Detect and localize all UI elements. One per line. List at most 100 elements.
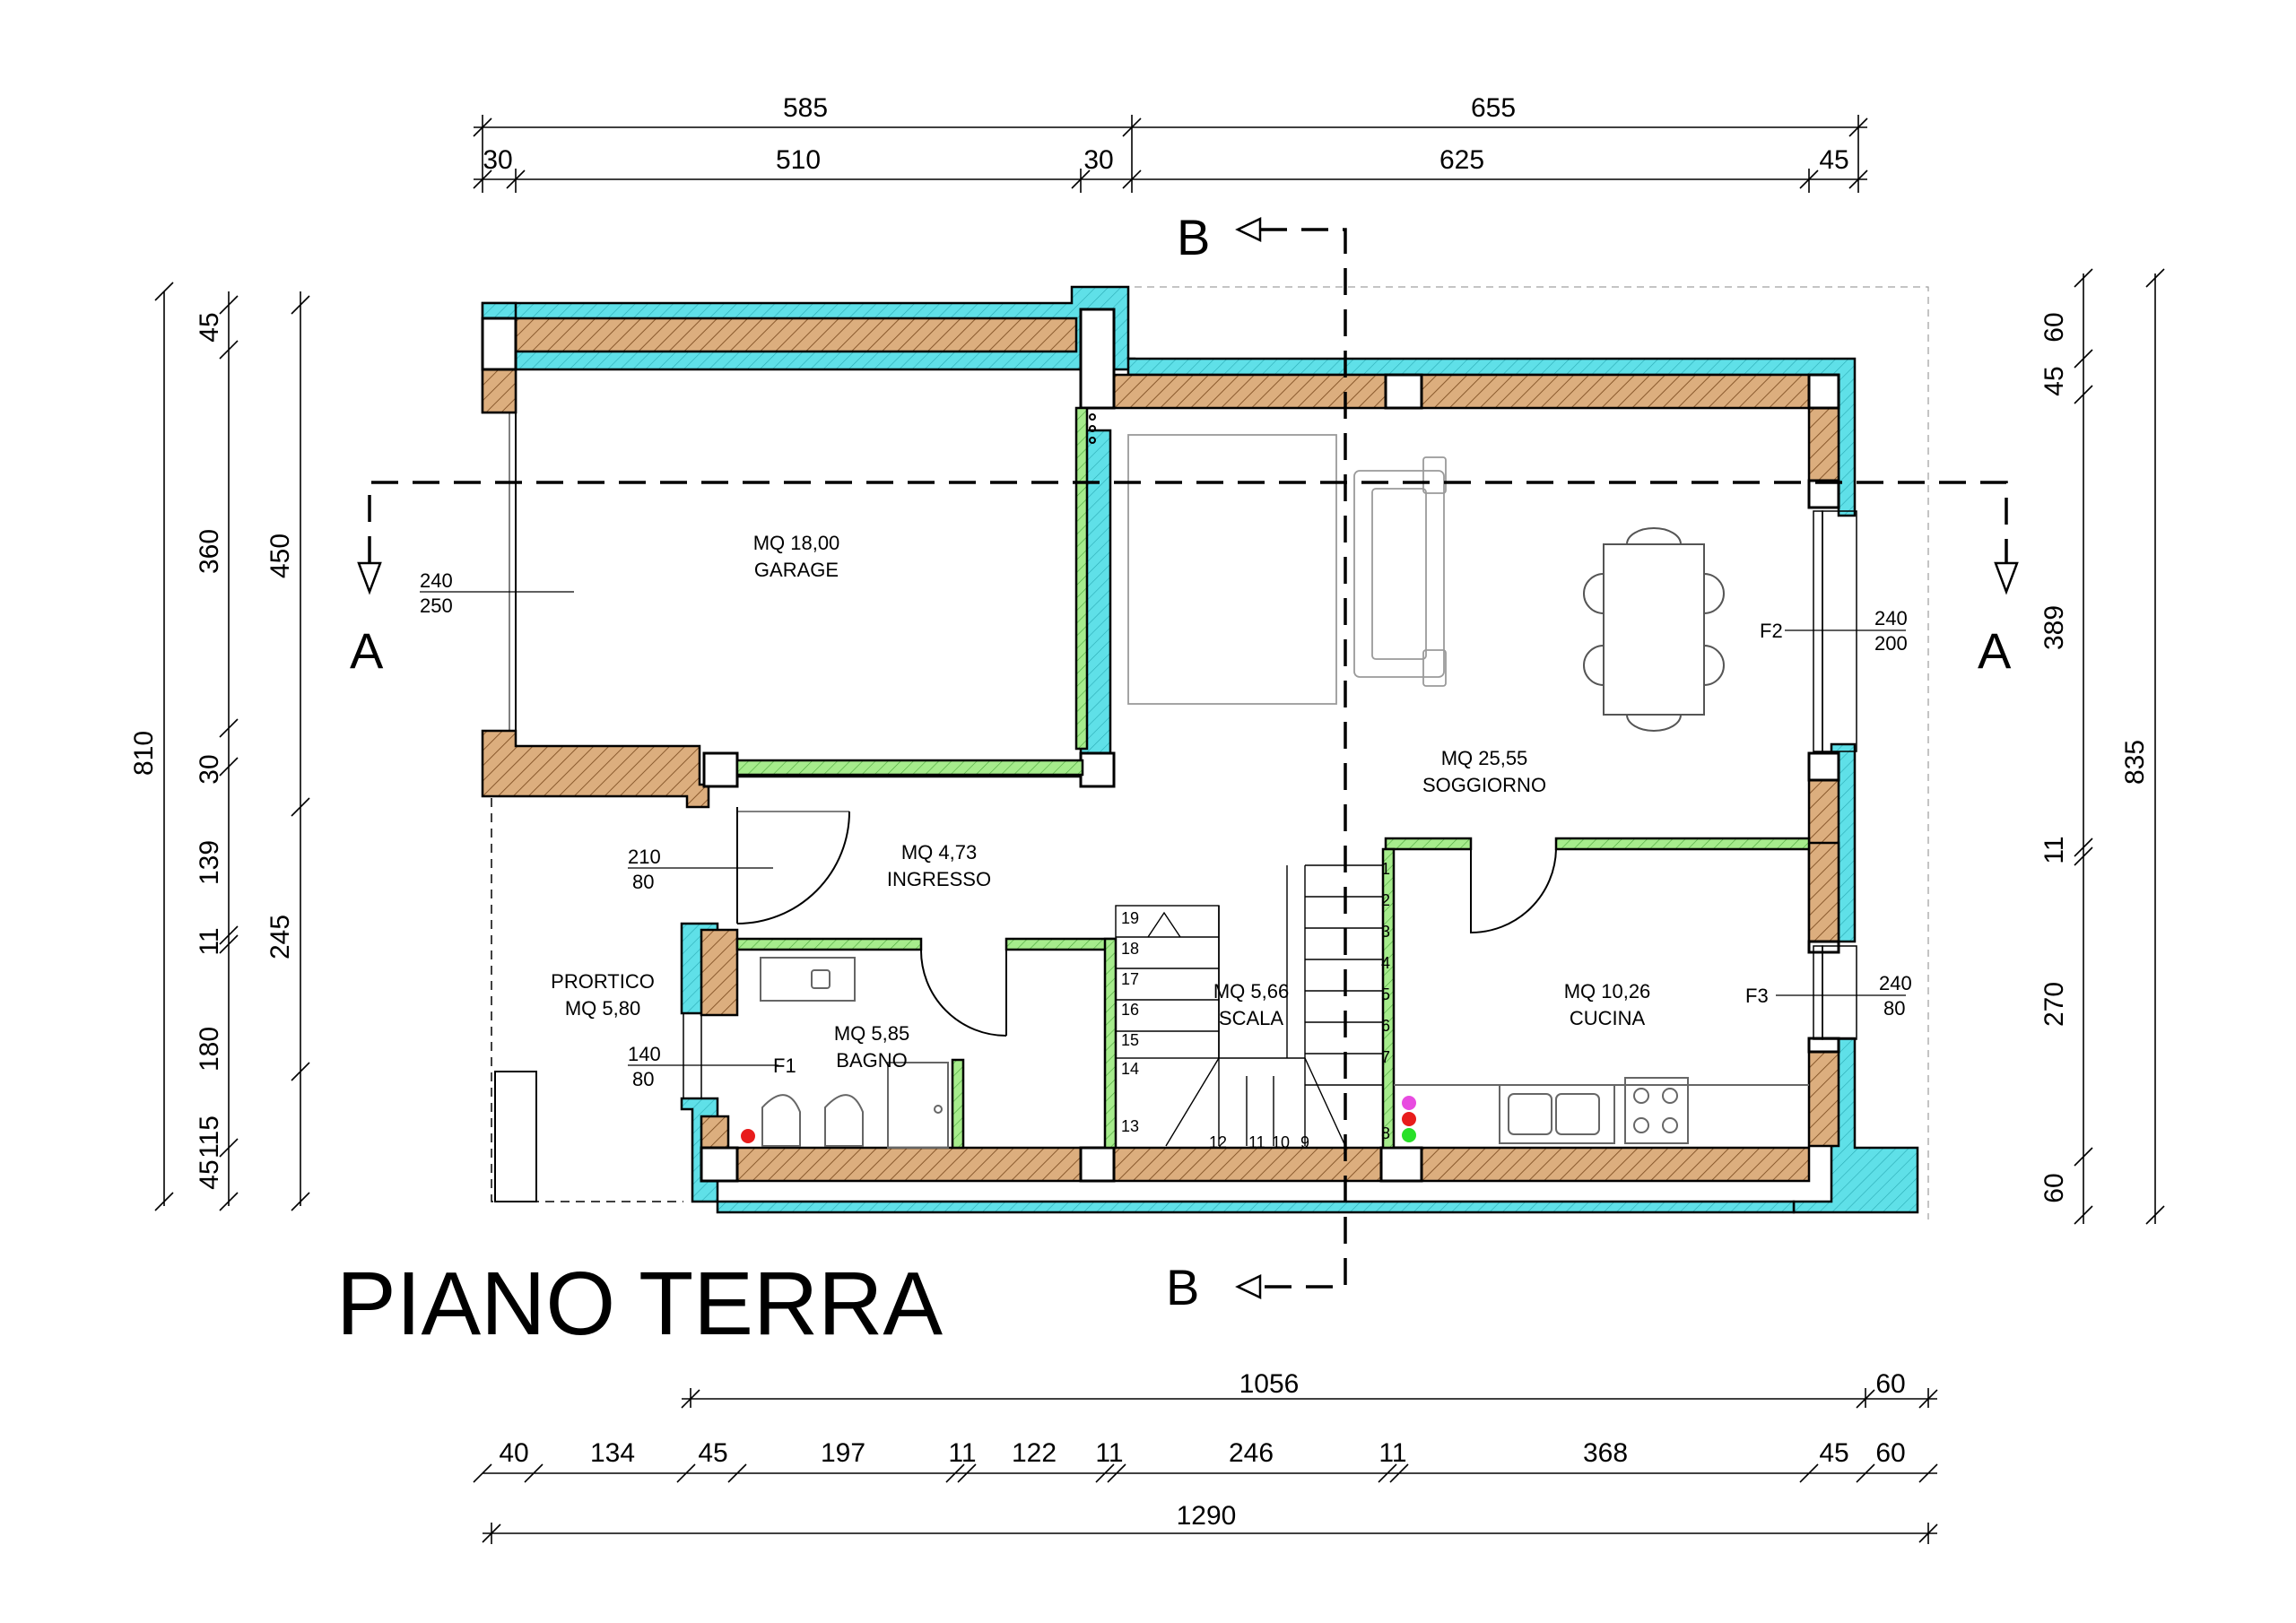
dimension-values-left: 810 450 245 45 360 30 139 11 180 115 45	[129, 312, 295, 1189]
f3-w: 80	[1883, 997, 1905, 1020]
walls	[481, 285, 1919, 1214]
ingresso-area: MQ 4,73	[901, 841, 977, 864]
dim-b2-40: 40	[499, 1438, 528, 1468]
garage-door-h: 240	[420, 569, 453, 592]
dim-b2-60: 60	[1875, 1438, 1905, 1468]
stove	[1624, 1077, 1689, 1144]
f1-w: 80	[632, 1068, 654, 1090]
step-4: 4	[1381, 954, 1390, 972]
dim-left-180: 180	[195, 1027, 224, 1072]
dim-bottom-1290: 1290	[1177, 1501, 1237, 1531]
garage-door-w: 250	[420, 595, 453, 617]
window-f1	[683, 1012, 702, 1099]
outlet-bathroom	[741, 1129, 755, 1143]
dim-b2-122: 122	[1012, 1438, 1057, 1468]
cucina-area: MQ 10,26	[1564, 980, 1651, 1002]
dim-right-60b: 60	[2039, 1173, 2069, 1202]
step-14: 14	[1121, 1060, 1139, 1078]
section-a-right: A	[1978, 622, 2012, 679]
dim-left-30: 30	[195, 754, 224, 784]
bidet	[824, 1094, 864, 1147]
utility-points	[741, 1096, 1416, 1143]
sofa	[1353, 470, 1445, 678]
dining-table	[1603, 543, 1705, 716]
scala-name: SCALA	[1219, 1007, 1283, 1029]
f3-id: F3	[1745, 985, 1769, 1007]
f2-id: F2	[1760, 620, 1783, 642]
dim-b2-134: 134	[590, 1438, 635, 1468]
dim-left-450: 450	[265, 534, 295, 578]
kitchen-door-swing	[1470, 848, 1557, 934]
portico-area: MQ 5,80	[565, 997, 640, 1020]
dim-right-60a: 60	[2039, 312, 2069, 342]
step-18: 18	[1121, 940, 1139, 958]
step-12: 12	[1209, 1133, 1227, 1151]
outlet-red	[1402, 1112, 1416, 1126]
dim-left-139: 139	[195, 840, 224, 885]
section-b-top: B	[1177, 209, 1210, 265]
dim-b2-45b: 45	[1819, 1438, 1848, 1468]
shower	[887, 1062, 949, 1149]
dim-right-45: 45	[2039, 366, 2069, 395]
room-labels: MQ 18,00 GARAGE MQ 25,55 SOGGIORNO MQ 4,…	[551, 532, 1650, 1072]
entry-door-h: 210	[628, 846, 661, 868]
f1-id: F1	[773, 1055, 796, 1077]
f2-h: 240	[1874, 607, 1908, 629]
step-10: 10	[1272, 1133, 1290, 1151]
dim-top-510: 510	[776, 145, 821, 175]
step-15: 15	[1121, 1031, 1139, 1049]
openings	[509, 412, 1857, 1099]
stairs	[1115, 864, 1383, 1147]
cucina-name: CUCINA	[1570, 1007, 1646, 1029]
dim-right-11: 11	[2039, 836, 2069, 864]
step-2: 2	[1381, 891, 1390, 909]
f3-h: 240	[1879, 972, 1912, 994]
kitchen-fixtures	[1394, 1077, 1809, 1144]
garage-area: MQ 18,00	[753, 532, 840, 554]
dim-top-30a: 30	[483, 145, 512, 175]
bath-door-swing	[919, 949, 1007, 1037]
entry-door-swing	[736, 811, 850, 924]
portico-name: PRORTICO	[551, 970, 655, 993]
partition-walls	[735, 406, 1811, 1150]
building-outline	[1135, 286, 1929, 1219]
bagno-area: MQ 5,85	[834, 1022, 909, 1045]
window-f3	[1813, 945, 1823, 1040]
sink	[760, 957, 856, 1002]
dim-left-45a: 45	[195, 312, 224, 342]
step-8: 8	[1381, 1124, 1390, 1142]
bathroom-fixtures	[760, 957, 949, 1149]
plan-title: PIANO TERRA	[336, 1254, 943, 1354]
step-6: 6	[1381, 1017, 1390, 1035]
dim-bottom-1056: 1056	[1239, 1369, 1300, 1399]
soggiorno-area: MQ 25,55	[1441, 747, 1528, 769]
step-3: 3	[1381, 923, 1390, 941]
dim-left-11: 11	[195, 927, 224, 955]
stair-step-numbers: 1 2 3 4 5 6 7 8 9 10 11 12 13 14 15 16 1…	[1121, 860, 1390, 1151]
dim-b2-11b: 11	[1095, 1438, 1123, 1468]
dim-left-360: 360	[195, 529, 224, 574]
portico-column	[494, 1071, 537, 1202]
dim-top-30b: 30	[1083, 145, 1113, 175]
dimension-lines	[154, 115, 2165, 1544]
dim-left-45b: 45	[195, 1159, 224, 1189]
dim-top-45: 45	[1819, 145, 1848, 175]
dim-top-655: 655	[1471, 93, 1516, 123]
section-labels: A A B B	[350, 209, 2012, 1315]
outlet-magenta	[1402, 1096, 1416, 1110]
entry-door-w: 80	[632, 871, 654, 893]
dim-left-115: 115	[195, 1115, 224, 1159]
brick-walls	[481, 317, 1840, 1183]
step-17: 17	[1121, 970, 1139, 988]
dim-b2-11c: 11	[1378, 1438, 1406, 1468]
section-b-bottom: B	[1166, 1259, 1199, 1315]
dim-b2-197: 197	[821, 1438, 865, 1468]
furniture	[1127, 434, 1447, 705]
f1-h: 140	[628, 1043, 661, 1065]
section-a-left: A	[350, 622, 384, 679]
pillars	[481, 308, 1840, 1183]
dimension-values-right: 60 45 389 11 270 60 835	[2039, 312, 2150, 1202]
section-lines	[357, 217, 2019, 1299]
dim-left-810: 810	[129, 731, 159, 776]
